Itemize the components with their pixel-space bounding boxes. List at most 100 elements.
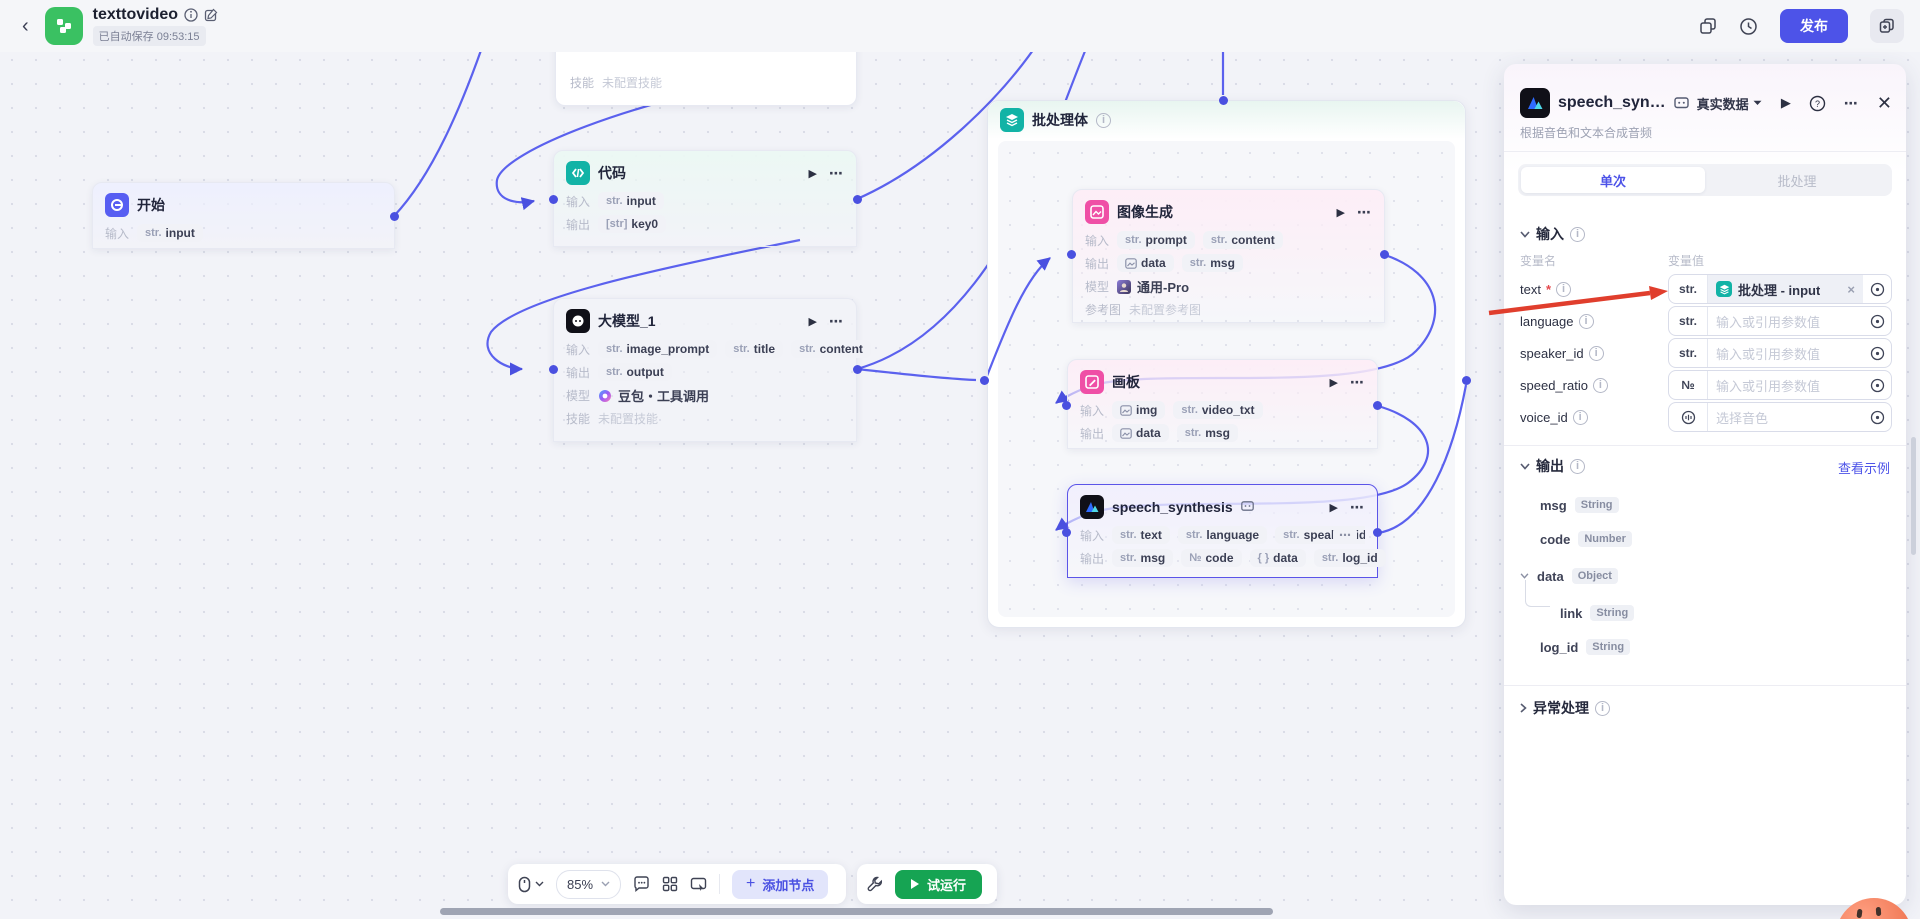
text-value-field[interactable]: str. 批处理 - input × [1668, 274, 1892, 304]
type-selector[interactable]: № [1669, 371, 1708, 399]
workflow-title: texttovideo [92, 6, 179, 23]
port[interactable] [1373, 401, 1382, 410]
node-run-icon[interactable]: ▶ [808, 167, 817, 180]
zoom-select[interactable]: 85% [556, 869, 622, 899]
tab-single[interactable]: 单次 [1521, 167, 1705, 193]
preset-toggle-icon[interactable] [1863, 371, 1891, 399]
port[interactable] [853, 365, 862, 374]
view-example-link[interactable]: 查看示例 [1837, 461, 1890, 476]
node-code[interactable]: 代码 ▶ ⋯ 输入 str.input 输出 [str]key0 [553, 150, 857, 247]
node-image-gen[interactable]: 图像生成 ▶ ⋯ 输入 str.prompt str.content 输出 da… [1072, 189, 1385, 323]
duplicate-icon[interactable] [1699, 17, 1717, 35]
node-run-icon[interactable]: ▶ [808, 315, 817, 328]
add-node-button[interactable]: + 添加节点 [732, 869, 829, 899]
param-tag: str.content [791, 340, 871, 358]
batch-container[interactable]: 批处理体 i 图像生成 ▶ ⋯ [987, 100, 1467, 628]
node-start[interactable]: 开始 输入 str.input [92, 182, 395, 249]
port[interactable] [549, 195, 558, 204]
annotation-icon [1240, 501, 1254, 513]
clear-value-icon[interactable]: × [1847, 281, 1855, 297]
layout-grid-icon[interactable] [662, 876, 678, 892]
port[interactable] [1067, 250, 1076, 259]
type-selector[interactable]: str. [1669, 275, 1708, 303]
preset-toggle-icon[interactable] [1863, 307, 1891, 335]
node-more-icon[interactable]: ⋯ [829, 164, 844, 181]
port[interactable] [1462, 376, 1471, 385]
more-params-badge[interactable]: ⋯ [1333, 526, 1357, 544]
voice-wave-icon[interactable] [1669, 403, 1708, 431]
chevron-down-icon [601, 881, 610, 887]
node-run-icon[interactable]: ▶ [1329, 376, 1338, 389]
speed-ratio-value-field[interactable]: № 输入或引用参数值 [1668, 370, 1892, 400]
batch-icon [1000, 108, 1024, 132]
port[interactable] [549, 365, 558, 374]
port[interactable] [1380, 250, 1389, 259]
edit-icon[interactable] [204, 8, 218, 22]
preset-toggle-icon[interactable] [1863, 275, 1891, 303]
port[interactable] [1219, 96, 1228, 105]
publish-button[interactable]: 发布 [1780, 9, 1848, 43]
more-options-icon[interactable]: ⋯ [1843, 94, 1859, 111]
port[interactable] [853, 195, 862, 204]
node-more-icon[interactable]: ⋯ [1350, 498, 1365, 515]
port[interactable] [1062, 528, 1071, 537]
assistant-mascot[interactable] [1836, 898, 1912, 919]
tree-connector [1525, 580, 1550, 607]
comment-icon[interactable] [633, 876, 650, 892]
preset-toggle-icon[interactable] [1863, 339, 1891, 367]
port[interactable] [390, 212, 399, 221]
panel-toggle-button[interactable] [1870, 9, 1904, 43]
exception-section-header[interactable]: 异常处理 i [1520, 698, 1610, 718]
node-title: 画板 [1112, 374, 1140, 390]
close-icon[interactable]: ✕ [1876, 92, 1892, 113]
param-tag: str.msg [1181, 254, 1243, 272]
reference-chip[interactable]: 批处理 - input × [1708, 275, 1863, 303]
annotation-icon[interactable] [1673, 96, 1689, 110]
start-node-icon [105, 193, 129, 217]
preset-toggle-icon[interactable] [1863, 403, 1891, 431]
node-board[interactable]: 画板 ▶ ⋯ 输入 img str.video_txt 输出 data str.… [1067, 359, 1378, 449]
node-run-icon[interactable]: ▶ [1329, 501, 1338, 514]
chevron-down-icon [535, 881, 544, 887]
port[interactable] [1373, 528, 1382, 537]
type-selector[interactable]: str. [1669, 307, 1708, 335]
pointer-mode-dropdown[interactable] [518, 876, 544, 893]
chevron-down-icon [1520, 573, 1529, 579]
type-selector[interactable]: str. [1669, 339, 1708, 367]
skill-label: 技能 [566, 412, 591, 426]
language-value-field[interactable]: str. 输入或引用参数值 [1668, 306, 1892, 336]
panel-scrollbar[interactable] [1911, 437, 1916, 555]
run-node-icon[interactable]: ▶ [1780, 95, 1791, 110]
speaker-id-value-field[interactable]: str. 输入或引用参数值 [1668, 338, 1892, 368]
node-speech-synthesis[interactable]: speech_synthesis ▶ ⋯ 输入 str.text str.lan… [1067, 484, 1386, 578]
node-more-icon[interactable]: ⋯ [1350, 373, 1365, 390]
batch-title: 批处理体 [1032, 112, 1088, 128]
node-llm-1[interactable]: 大模型_1 ▶ ⋯ 输入 str.image_prompt str.title … [553, 298, 871, 442]
reference-value: 未配置参考图 [1129, 303, 1202, 317]
param-tag: [str]key0 [598, 215, 667, 233]
node-more-icon[interactable]: ⋯ [1357, 203, 1372, 220]
output-section-header[interactable]: 输出 i [1520, 456, 1585, 476]
test-run-button[interactable]: 试运行 [895, 869, 983, 899]
run-toolbar: 试运行 [857, 864, 997, 904]
tab-batch[interactable]: 批处理 [1777, 173, 1817, 189]
node-more-icon[interactable]: ⋯ [829, 312, 844, 329]
mascot-eye [1856, 908, 1863, 919]
info-icon[interactable] [184, 8, 198, 22]
back-button[interactable]: ‹ [22, 14, 29, 37]
port[interactable] [980, 376, 989, 385]
port[interactable] [1062, 401, 1071, 410]
horizontal-scrollbar[interactable] [440, 908, 1273, 915]
history-icon[interactable] [1739, 17, 1758, 36]
output-label: 输出 [1085, 256, 1110, 271]
wrench-icon[interactable] [867, 876, 883, 892]
export-view-icon[interactable] [690, 877, 707, 892]
voice-id-value-field[interactable]: 选择音色 [1668, 402, 1892, 432]
input-section-header[interactable]: 输入 i [1520, 224, 1585, 244]
node-run-icon[interactable]: ▶ [1336, 206, 1345, 219]
data-mode-dropdown[interactable]: 真实数据 [1697, 94, 1762, 113]
help-icon[interactable]: ? [1809, 95, 1826, 112]
chevron-down-icon [1520, 230, 1530, 238]
